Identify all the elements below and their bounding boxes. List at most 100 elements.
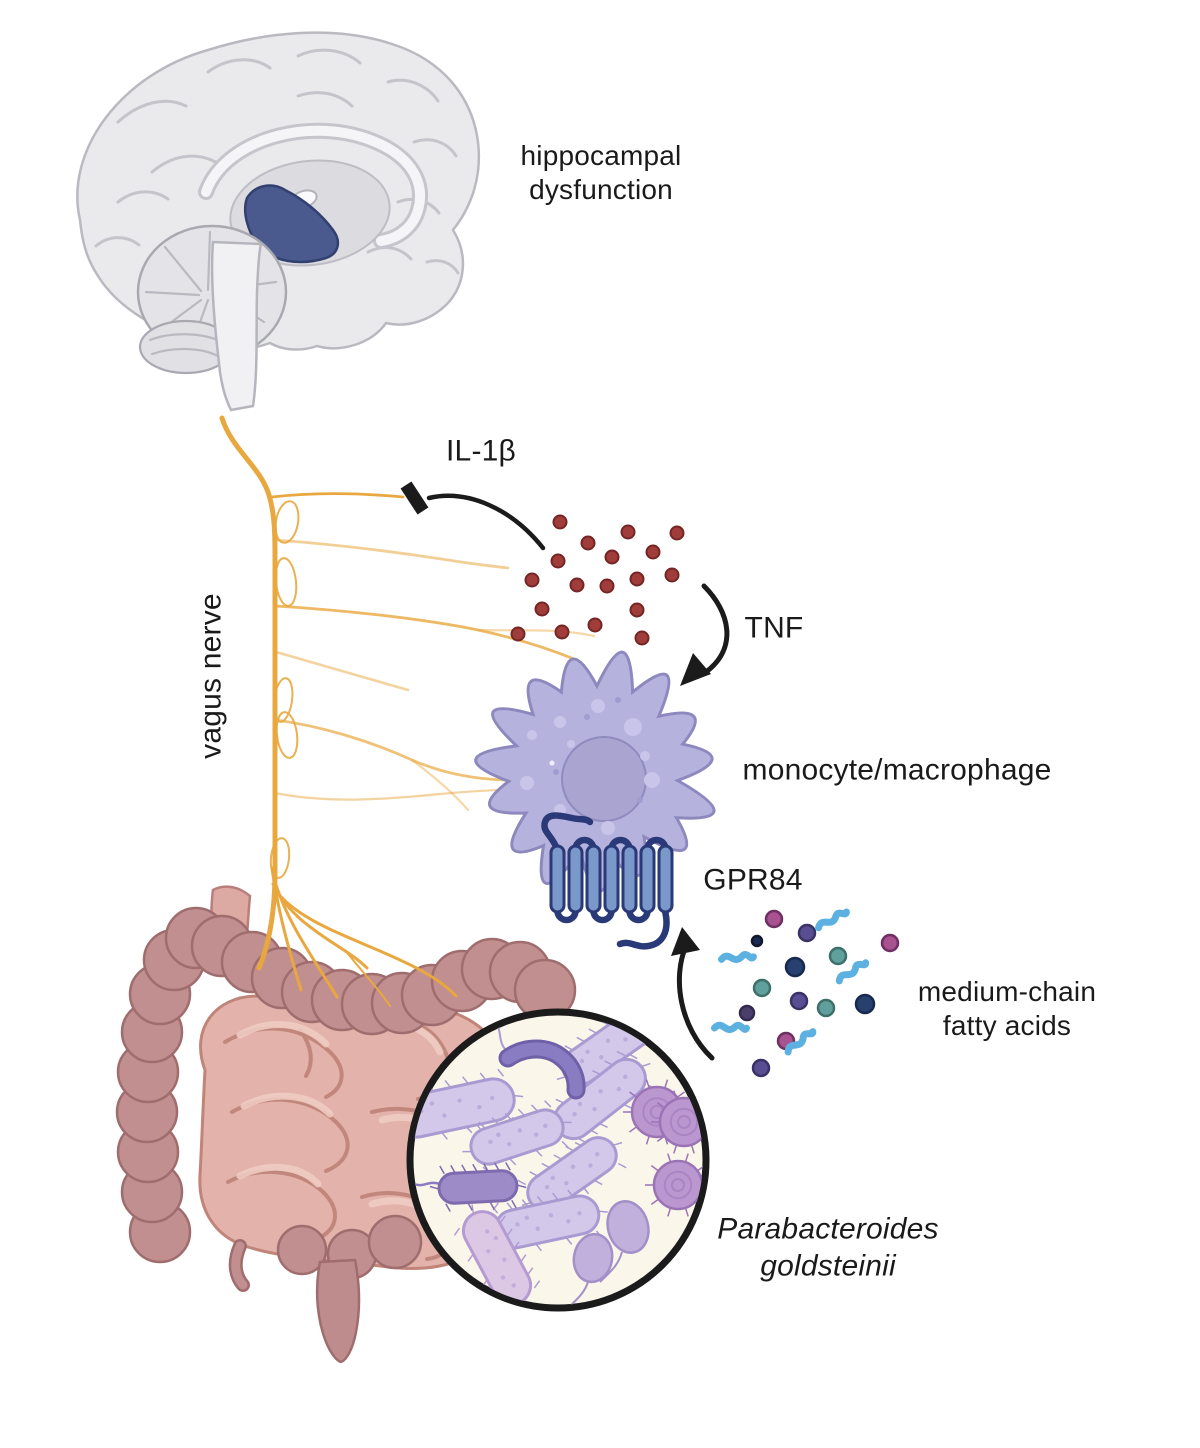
cytokine-dot: [550, 553, 566, 569]
fatty-acid-dot: [828, 946, 848, 966]
pili-hair: [673, 1090, 678, 1100]
cytokine-dot: [634, 630, 650, 646]
cytokine-dot: [669, 525, 685, 541]
pili-hair: [462, 1150, 472, 1153]
nerve-plexus-braids: [269, 500, 300, 879]
rod-texture-dot: [493, 1235, 499, 1241]
sigmoid-and-rectum: [276, 1214, 423, 1364]
tnf-arrow: [680, 583, 730, 686]
receptor-helix: [621, 844, 638, 914]
pili-hair: [676, 1091, 685, 1098]
pili-hair: [494, 1306, 503, 1313]
cytokine-dot: [620, 524, 636, 540]
coccus-body: [652, 1159, 703, 1211]
receptor-helix: [603, 844, 620, 914]
pili-hair: [641, 1062, 651, 1068]
il1b-inhibition-arrow: [400, 481, 546, 551]
rod-texture-dot: [486, 1249, 491, 1254]
fatty-acid-dot: [784, 956, 806, 978]
rod-texture-dot: [457, 1098, 462, 1103]
monocyte-macrophage-label: monocyte/macrophage: [742, 753, 1052, 787]
rod-texture-dot: [623, 1037, 628, 1042]
pili-hair: [589, 1129, 599, 1135]
pili-hair: [629, 1126, 638, 1133]
rod-body: [469, 1108, 565, 1166]
cytokine-dot: [629, 571, 645, 587]
curved-rod: [501, 1042, 583, 1097]
rod-texture-dot: [488, 1139, 493, 1144]
vagus-nerve: [219, 415, 614, 1007]
pili-hair: [562, 1121, 572, 1124]
rod-texture-dot: [517, 1128, 523, 1133]
fatty-acid-dot: [751, 1058, 771, 1078]
coccus-swirl: [671, 1178, 685, 1192]
receptor-n-terminus: [541, 812, 594, 853]
cytokine-dot: [510, 626, 526, 642]
rod-texture-dot: [533, 1132, 539, 1137]
oval-microbe: [599, 1200, 650, 1283]
cytokine-dot: [534, 601, 550, 617]
pili-hair: [625, 1001, 633, 1010]
cytokine-dot: [604, 549, 620, 565]
coccus-swirl: [663, 1170, 693, 1200]
receptor-c-terminus: [616, 907, 670, 950]
pili-hair: [664, 1079, 669, 1089]
fatty-acid-squiggle: [815, 908, 850, 932]
tnf-label: TNF: [744, 611, 804, 645]
pili-hair: [598, 1210, 608, 1213]
pili-hair: [618, 1162, 627, 1169]
pili-hair: [471, 1204, 475, 1214]
rod-texture-dot: [579, 1058, 585, 1064]
fatty-acid-particles: [710, 908, 900, 1078]
corpus-callosum: [201, 125, 426, 246]
rod-texture-dot: [500, 1275, 506, 1280]
oval-microbe: [567, 1232, 614, 1305]
il1b-label: IL-1β: [446, 434, 516, 468]
pili-hair: [439, 1165, 445, 1175]
pili-hair: [505, 1162, 511, 1171]
pili-hair: [656, 1135, 666, 1143]
receptor-helix: [639, 844, 656, 914]
fatty-acid-dot: [797, 923, 817, 943]
pili-hair: [702, 1101, 703, 1109]
rod-texture-dot: [577, 1210, 582, 1216]
rod-texture-dot: [511, 1283, 516, 1288]
pili-hair: [429, 1185, 440, 1190]
cytokine-dot: [580, 535, 596, 551]
pili-hair: [656, 1101, 666, 1109]
fatty-acid-squiggle: [835, 959, 870, 985]
cytokine-dot: [524, 572, 540, 588]
pili-hair: [556, 1075, 567, 1081]
cytokine-dot: [587, 617, 603, 633]
cytokine-dot: [552, 514, 568, 530]
vagus-trunk: [219, 415, 278, 971]
pili-hair: [673, 1144, 678, 1154]
macrophage-nucleus: [561, 736, 647, 822]
pili-hair: [650, 1198, 660, 1206]
rod-texture-dot: [599, 1055, 604, 1060]
pili-hair: [517, 1179, 526, 1186]
cytokine-dot: [629, 602, 645, 618]
bacterium-rod: [486, 1186, 608, 1258]
cytokine-dot: [554, 624, 570, 640]
rod-texture-dot: [485, 1229, 490, 1234]
rod-texture-dot: [548, 1213, 554, 1218]
pili-hair: [684, 1207, 689, 1217]
rod-texture-dot: [570, 1164, 576, 1169]
pili-hair: [645, 1135, 650, 1145]
fatty-acid-dot: [854, 993, 876, 1015]
rod-texture-dot: [489, 1095, 495, 1101]
pili-hair: [612, 1141, 623, 1147]
pili-hair: [696, 1164, 703, 1172]
mcfa-arrowhead: [671, 927, 700, 956]
bacterium-rod: [429, 1162, 527, 1212]
pili-hair: [645, 1079, 650, 1089]
macrophage-granules: [549, 697, 643, 803]
fatty-acid-dot: [880, 933, 900, 953]
pili-hair: [647, 1015, 658, 1021]
cytokine-dot: [645, 544, 661, 560]
rod-texture-dot: [429, 1101, 435, 1106]
bacterium-rod: [462, 1100, 572, 1174]
rod-body: [526, 1136, 618, 1212]
